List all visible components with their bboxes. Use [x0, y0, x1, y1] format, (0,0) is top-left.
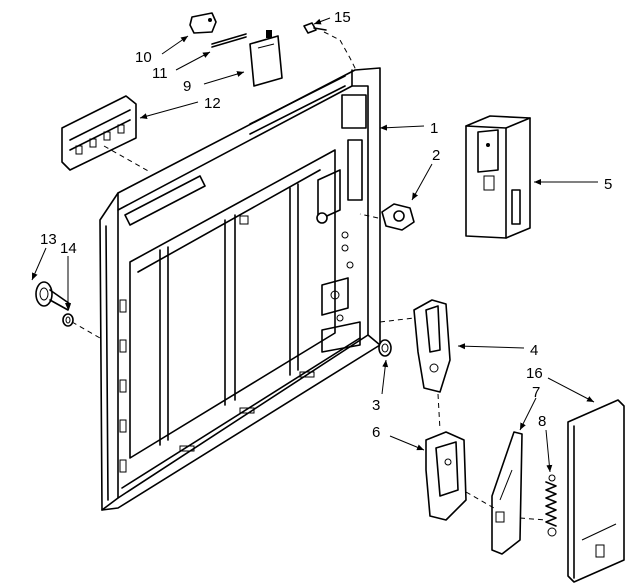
pin-part: [211, 33, 247, 48]
label-9: 9: [183, 78, 191, 95]
bushing-part: [378, 339, 392, 357]
knob-part: [35, 281, 71, 311]
latch-housing-part: [465, 115, 531, 239]
slide-bar-part: [465, 431, 523, 555]
label-1: 1: [430, 120, 438, 137]
label-7: 7: [532, 384, 540, 401]
latch-arm-part: [379, 299, 451, 431]
clip-part: [189, 12, 217, 34]
cover-plate-part: [249, 30, 283, 87]
label-16: 16: [526, 365, 543, 382]
handle-bracket-part: [61, 95, 151, 173]
leader-lines: [31, 17, 598, 473]
label-14: 14: [60, 240, 77, 257]
inner-door-panel: [99, 67, 381, 511]
label-8: 8: [538, 413, 546, 430]
label-12: 12: [204, 95, 221, 112]
spring-part: [519, 474, 557, 537]
label-15: 15: [334, 9, 351, 26]
label-5: 5: [604, 176, 612, 193]
washer-part: [62, 313, 101, 339]
latch-cam-part: [359, 203, 415, 231]
label-2: 2: [432, 147, 440, 164]
label-11: 11: [152, 65, 168, 82]
label-13: 13: [40, 231, 57, 248]
label-6: 6: [372, 424, 380, 441]
side-cover-part: [567, 399, 625, 583]
lower-latch-part: [425, 431, 467, 521]
label-4: 4: [530, 342, 538, 359]
label-3: 3: [372, 397, 380, 414]
label-10: 10: [135, 49, 152, 66]
screw-part: [303, 22, 357, 71]
